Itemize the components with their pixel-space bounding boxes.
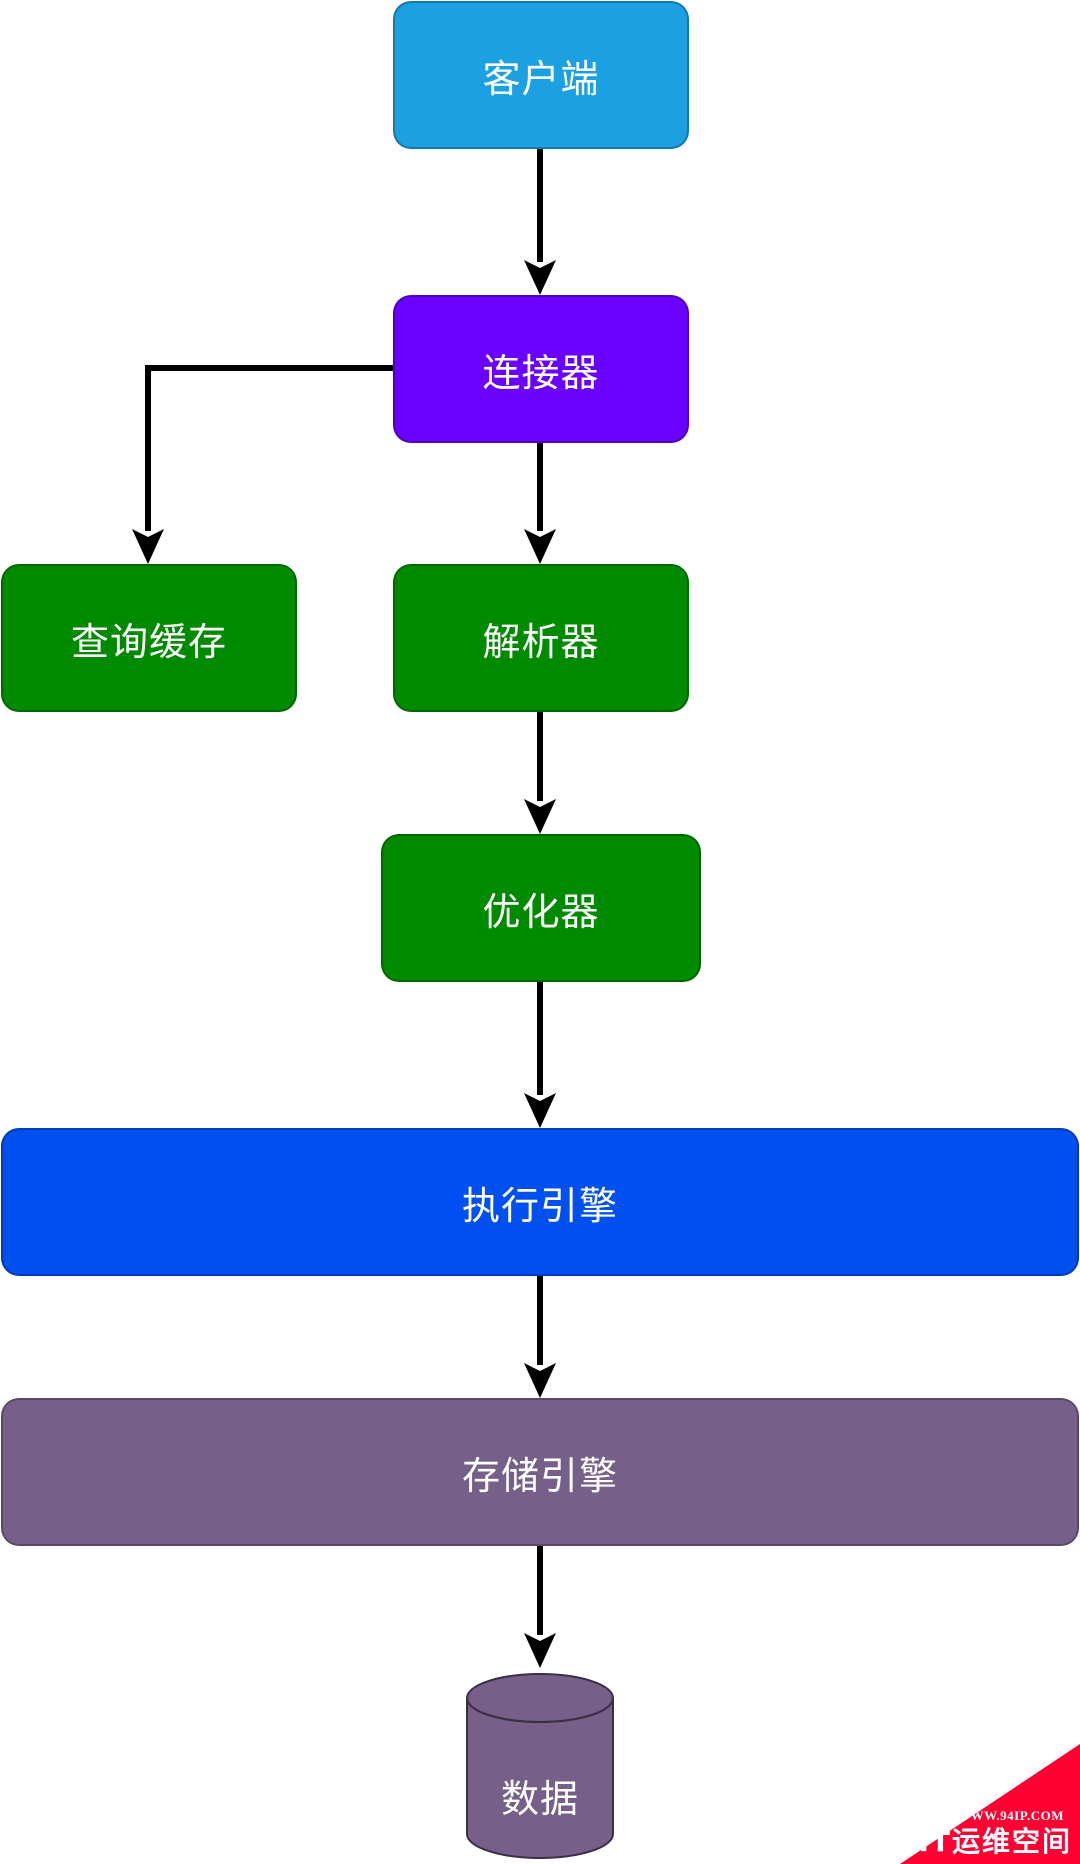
node-optimizer-label: 优化器 <box>482 889 600 934</box>
arrowhead-storage-data <box>524 1633 556 1668</box>
arrowhead-connector-parser <box>524 529 556 564</box>
arrowhead-connector-query-cache <box>132 529 164 564</box>
watermark-triangle <box>900 1744 1080 1864</box>
watermark-url: WWW.94IP.COM <box>957 1808 1064 1823</box>
watermark-name: IT运维空间 <box>918 1825 1072 1858</box>
node-client: 客户端 <box>393 1 689 149</box>
node-executor: 执行引擎 <box>1 1128 1079 1276</box>
node-executor-label: 执行引擎 <box>461 1183 618 1228</box>
node-parser-label: 解析器 <box>482 619 600 664</box>
node-optimizer: 优化器 <box>381 834 701 982</box>
node-connector: 连接器 <box>393 295 689 443</box>
node-query-cache-label: 查询缓存 <box>70 619 227 664</box>
node-connector-label: 连接器 <box>482 350 600 395</box>
node-data-label: 数据 <box>500 1777 579 1821</box>
arrowhead-client-connector <box>524 260 556 295</box>
edge-connector-query-cache <box>145 365 393 531</box>
node-query-cache: 查询缓存 <box>1 564 297 712</box>
arrowhead-parser-optimizer <box>524 799 556 834</box>
node-client-label: 客户端 <box>482 56 600 101</box>
node-parser: 解析器 <box>393 564 689 712</box>
node-storage: 存储引擎 <box>1 1398 1079 1546</box>
arrowhead-executor-storage <box>524 1363 556 1398</box>
data-cylinder <box>466 1673 614 1859</box>
arrowhead-optimizer-executor <box>524 1093 556 1128</box>
node-storage-label: 存储引擎 <box>461 1453 618 1498</box>
